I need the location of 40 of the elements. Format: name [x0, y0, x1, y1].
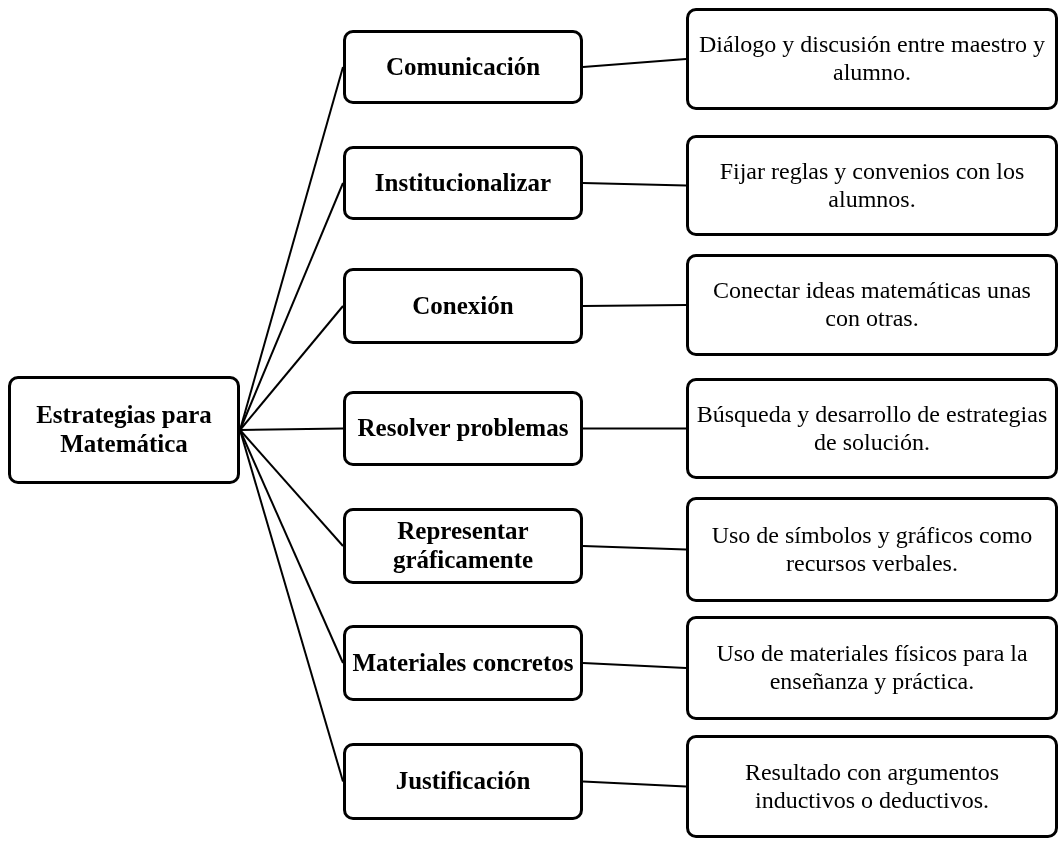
description-text: Resultado con argumentos inductivos o deductivos. [743, 758, 1001, 815]
connector-line [582, 182, 687, 187]
strategy-label: Justificación [395, 767, 531, 796]
description-text: Uso de símbolos y gráficos como recursos verbales. [710, 521, 1034, 578]
connector-line [582, 662, 687, 669]
strategy-label: Institucionalizar [374, 168, 552, 198]
description-box [686, 497, 1058, 602]
description-text: Búsqueda y desarrollo de estrategias de solución. [695, 400, 1049, 457]
strategy-box [343, 743, 583, 820]
strategy-box [343, 391, 583, 466]
description-box [686, 378, 1058, 479]
strategy-box [343, 268, 583, 344]
connector-line [582, 780, 687, 788]
connector-line [239, 427, 344, 431]
connector-line [582, 304, 687, 307]
connector-line [582, 58, 687, 68]
description-text: Diálogo y discusión entre maestro y alumno. [698, 31, 1046, 87]
strategy-label: Resolver problemas [357, 414, 569, 443]
description-box [686, 616, 1058, 720]
description-text: Uso de materiales físicos para la enseñanza y práctica. [715, 640, 1029, 696]
strategy-label: Comunicación [385, 52, 541, 82]
strategy-label: Representar gráficamente [391, 517, 535, 575]
strategy-box [343, 625, 583, 701]
description-text: Conectar ideas matemáticas unas con otras. [712, 277, 1032, 333]
connector-line [582, 427, 687, 430]
description-text: Fijar reglas y convenios con los alumnos. [718, 157, 1026, 214]
description-box [686, 735, 1058, 838]
root-box [8, 376, 240, 484]
strategy-label: Conexión [412, 291, 514, 321]
description-box [686, 135, 1058, 236]
strategy-box [343, 146, 583, 220]
strategy-box [343, 30, 583, 104]
description-box [686, 254, 1058, 356]
strategy-label: Estrategias para Matemática [35, 401, 213, 459]
strategy-label: Materiales concretos [352, 648, 574, 678]
description-box [686, 8, 1058, 110]
connector-line [239, 305, 344, 431]
connector-line [239, 429, 344, 547]
strategy-box [343, 508, 583, 584]
connector-line [582, 545, 687, 551]
